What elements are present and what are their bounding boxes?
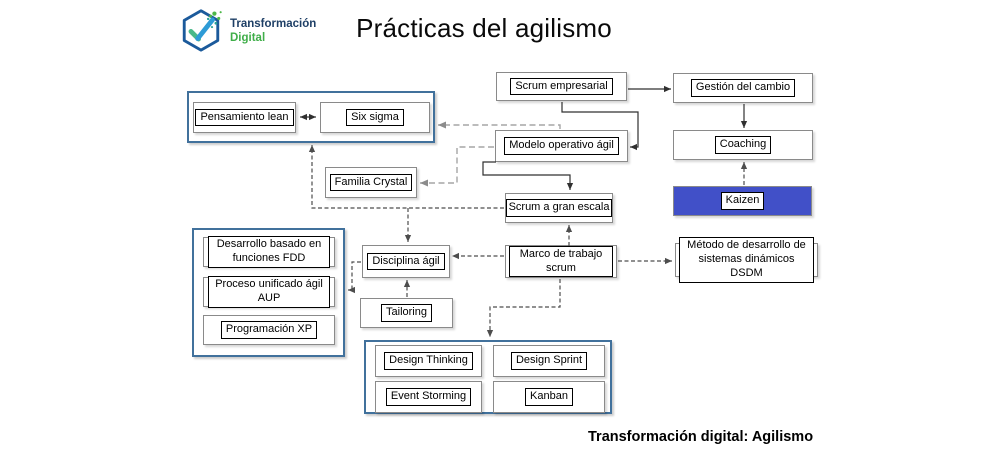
node-pensamiento-lean: Pensamiento lean — [193, 102, 296, 133]
logo-hexagon-check-icon — [178, 6, 224, 57]
footer-caption: Transformación digital: Agilismo — [588, 429, 814, 445]
node-modelo-operativo-agil: Modelo operativo ágil — [495, 130, 628, 162]
node-tailoring: Tailoring — [360, 298, 453, 328]
node-label: Tailoring — [381, 304, 432, 322]
node-fdd: Desarrollo basado en funciones FDD — [203, 236, 335, 268]
node-six-sigma: Six sigma — [320, 102, 430, 133]
page-title: Prácticas del agilismo — [356, 13, 612, 43]
node-label: Design Sprint — [510, 352, 588, 370]
node-label: Kaizen — [720, 192, 765, 210]
node-kaizen: Kaizen — [673, 186, 812, 216]
node-programacion-xp: Programación XP — [203, 315, 335, 345]
node-label: Six sigma — [346, 108, 404, 127]
node-label: Programación XP — [220, 321, 318, 339]
node-marco-de-trabajo-scrum: Marco de trabajo scrum — [505, 245, 617, 278]
node-label: Método de desarrollo de sistemas dinámic… — [679, 237, 814, 283]
node-label: Disciplina ágil — [367, 252, 445, 271]
node-aup: Proceso unificado ágil AUP — [203, 276, 335, 308]
logo-text-line2: Digital — [230, 31, 266, 44]
node-label: Coaching — [714, 136, 772, 154]
node-gestion-del-cambio: Gestión del cambio — [673, 73, 813, 103]
node-scrum-a-gran-escala: Scrum a gran escala — [505, 193, 613, 223]
node-label: Desarrollo basado en funciones FDD — [208, 236, 330, 268]
logo-text-line1: Transformación — [230, 18, 317, 31]
node-label: Modelo operativo ágil — [504, 137, 619, 155]
node-label: Event Storming — [385, 388, 472, 406]
node-label: Familia Crystal — [329, 173, 413, 192]
node-scrum-empresarial: Scrum empresarial — [496, 72, 627, 101]
logo: Transformación Digital — [178, 6, 316, 57]
node-coaching: Coaching — [673, 130, 813, 160]
node-label: Pensamiento lean — [195, 108, 294, 127]
node-design-sprint: Design Sprint — [493, 345, 605, 377]
node-label: Gestión del cambio — [690, 79, 796, 97]
node-label: Kanban — [525, 388, 573, 406]
node-dsdm: Método de desarrollo de sistemas dinámic… — [675, 237, 818, 283]
node-design-thinking: Design Thinking — [375, 345, 482, 377]
node-label: Scrum a gran escala — [505, 199, 613, 217]
node-disciplina-agil: Disciplina ágil — [362, 245, 450, 278]
node-label: Scrum empresarial — [510, 77, 613, 96]
node-label: Design Thinking — [384, 352, 473, 370]
node-label: Proceso unificado ágil AUP — [208, 276, 330, 308]
node-familia-crystal: Familia Crystal — [325, 167, 417, 198]
node-label: Marco de trabajo scrum — [509, 245, 613, 278]
node-event-storming: Event Storming — [375, 381, 482, 413]
node-kanban: Kanban — [493, 381, 605, 413]
